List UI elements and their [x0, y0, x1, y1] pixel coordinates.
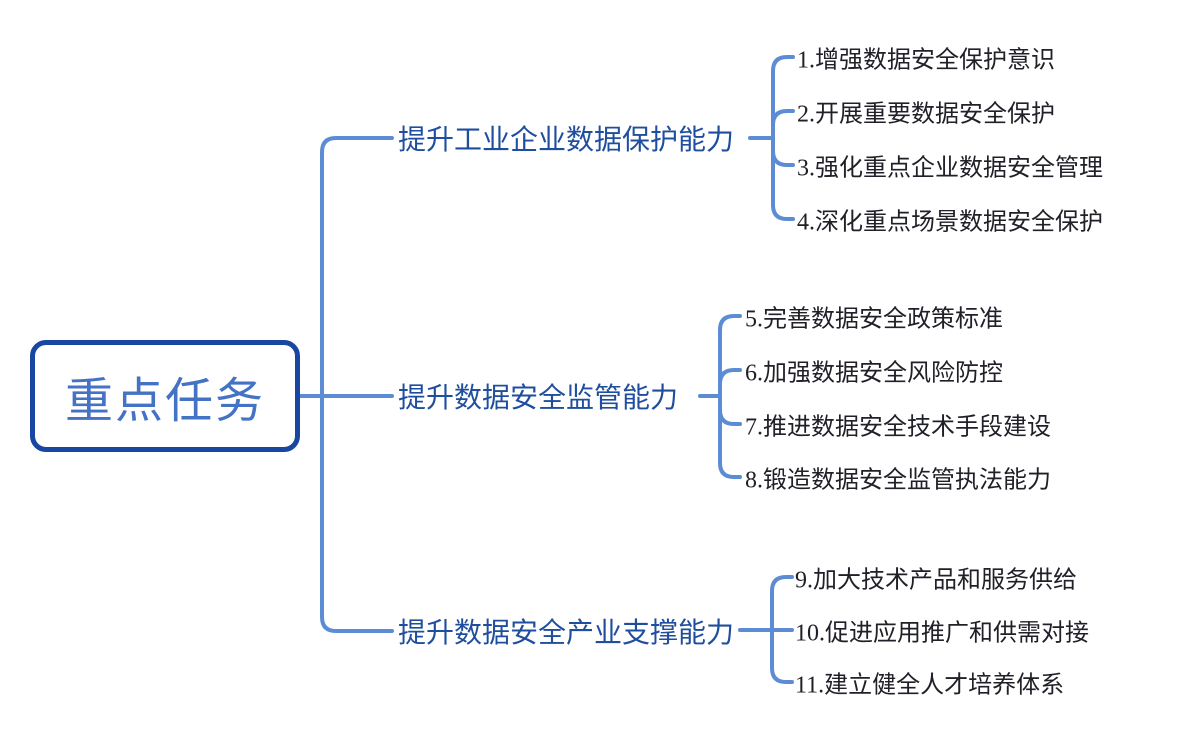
connector-branch1-tick2	[771, 109, 795, 127]
child-item-2: 2.开展重要数据安全保护	[797, 101, 1055, 128]
child-item-1: 1.增强数据安全保护意识	[797, 47, 1055, 74]
connector-branch1-tick3	[771, 149, 795, 167]
child-item-6: 6.加强数据安全风险防控	[745, 360, 1003, 387]
child-item-11: 11.建立健全人才培养体系	[795, 672, 1065, 699]
connector-branch2-tick7	[718, 408, 742, 426]
branch-label-1: 提升工业企业数据保护能力	[398, 124, 735, 155]
connector-branch2-bracket	[718, 314, 742, 479]
root-node-label: 重点任务	[64, 375, 265, 428]
child-item-10: 10.促进应用推广和供需对接	[795, 620, 1089, 647]
connector-branch1-bracket	[771, 55, 795, 221]
child-item-3: 3.强化重点企业数据安全管理	[797, 155, 1103, 182]
child-item-7: 7.推进数据安全技术手段建设	[745, 414, 1051, 441]
branch-label-2: 提升数据安全监管能力	[398, 382, 679, 413]
child-item-5: 5.完善数据安全政策标准	[745, 306, 1003, 333]
child-item-8: 8.锻造数据安全监管执法能力	[745, 467, 1051, 494]
connector-branch2-tick6	[718, 368, 742, 386]
root-node: 重点任务	[30, 340, 300, 452]
connector-main-trunk	[320, 136, 394, 633]
child-item-4: 4.深化重点场景数据安全保护	[797, 209, 1103, 236]
child-item-9: 9.加大技术产品和服务供给	[795, 567, 1077, 594]
connector-branch3-bracket	[770, 575, 794, 684]
branch-label-3: 提升数据安全产业支撑能力	[398, 617, 735, 648]
